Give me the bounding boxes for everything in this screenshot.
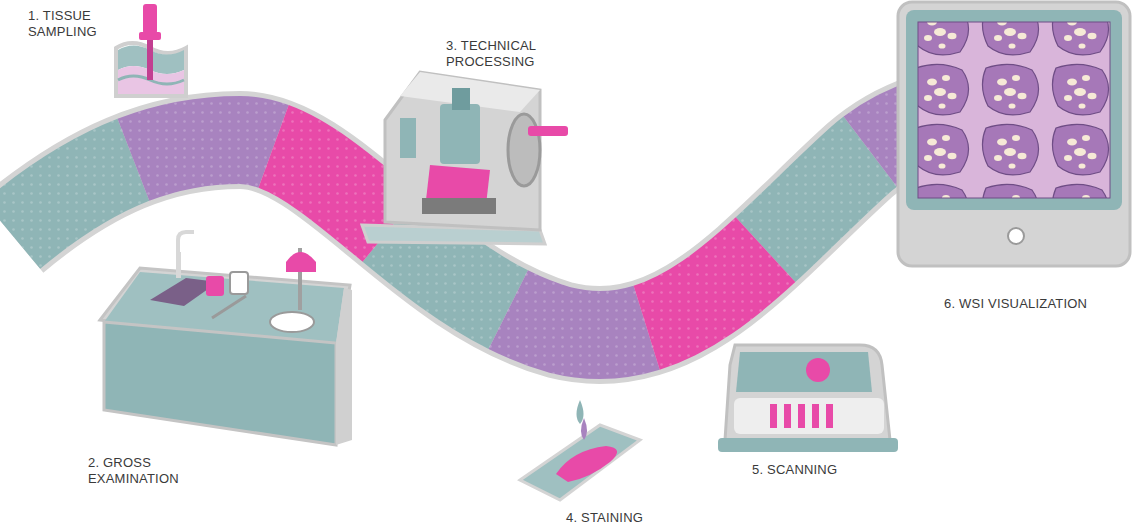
slide-scanner — [718, 345, 898, 452]
step-label: 5. SCANNING — [752, 462, 837, 478]
step-label: 6. WSI VISUALIZATION — [944, 296, 1087, 312]
step-label: 3. TECHNICAL PROCESSING — [446, 38, 550, 70]
grossing-station — [100, 232, 352, 445]
stained-slide — [520, 400, 640, 500]
wsi-monitor — [898, 2, 1130, 266]
step-label: 4. STAINING — [566, 510, 643, 526]
step-label: 2. GROSS EXAMINATION — [88, 455, 188, 487]
microtome — [362, 72, 568, 244]
tissue-sampling-icon — [116, 4, 186, 96]
step-label: 1. TISSUE SAMPLING — [28, 8, 106, 40]
